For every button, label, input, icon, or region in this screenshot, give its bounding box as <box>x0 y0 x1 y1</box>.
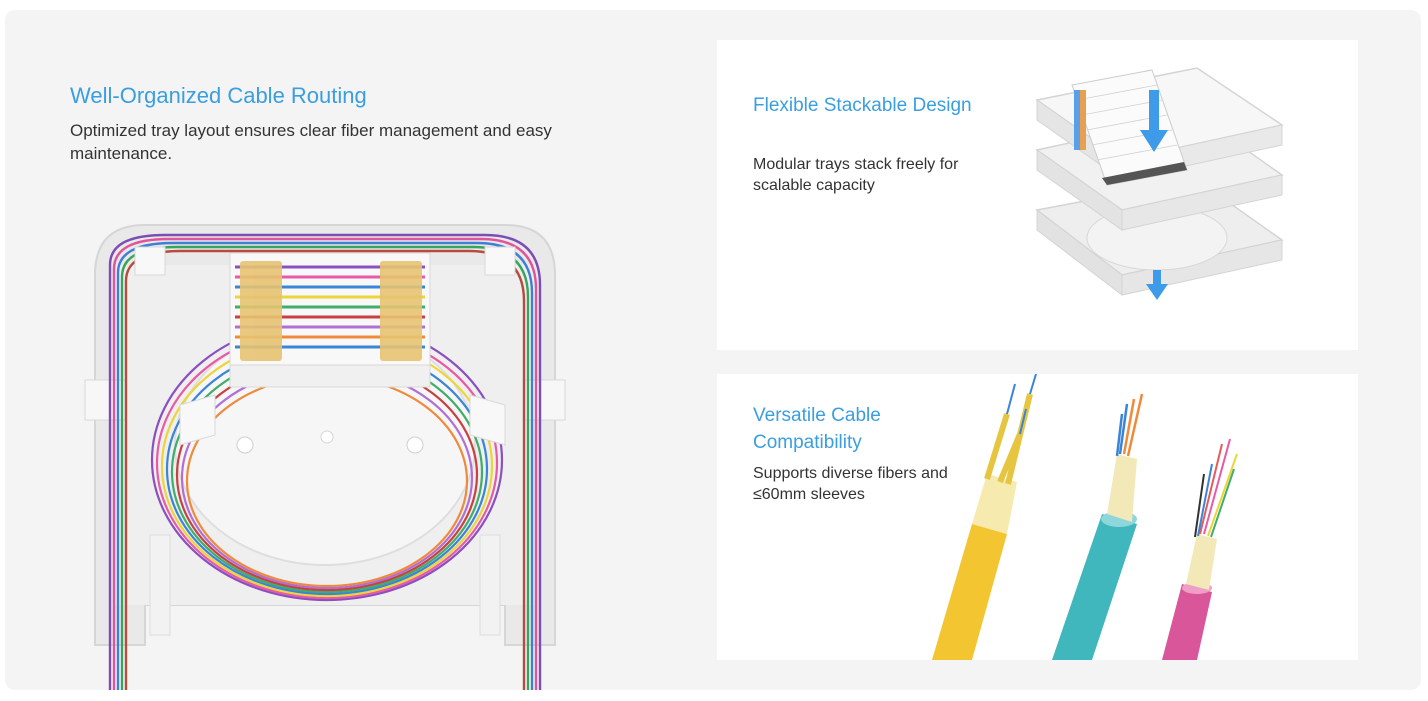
card-title: Flexible Stackable Design <box>753 95 972 116</box>
cable-compatibility-card: Versatile Cable Compatibility Supports d… <box>717 374 1358 660</box>
main-feature-description: Optimized tray layout ensures clear fibe… <box>70 121 552 163</box>
fiber-cables-image <box>932 374 1238 660</box>
card-description: Modular trays stack freely for scalable … <box>753 156 959 194</box>
card-title: Versatile Cable Compatibility <box>753 405 881 453</box>
feature-section: Well-Organized Cable Routing Optimized t… <box>5 10 1421 690</box>
fiber-splice-tray-image <box>84 224 566 690</box>
card-description: Supports diverse fibers and ≤60mm sleeve… <box>753 465 948 503</box>
stacked-trays-image <box>1035 67 1284 300</box>
main-feature-title: Well-Organized Cable Routing <box>70 83 367 108</box>
stackable-design-card: Flexible Stackable Design Modular trays … <box>717 40 1358 350</box>
